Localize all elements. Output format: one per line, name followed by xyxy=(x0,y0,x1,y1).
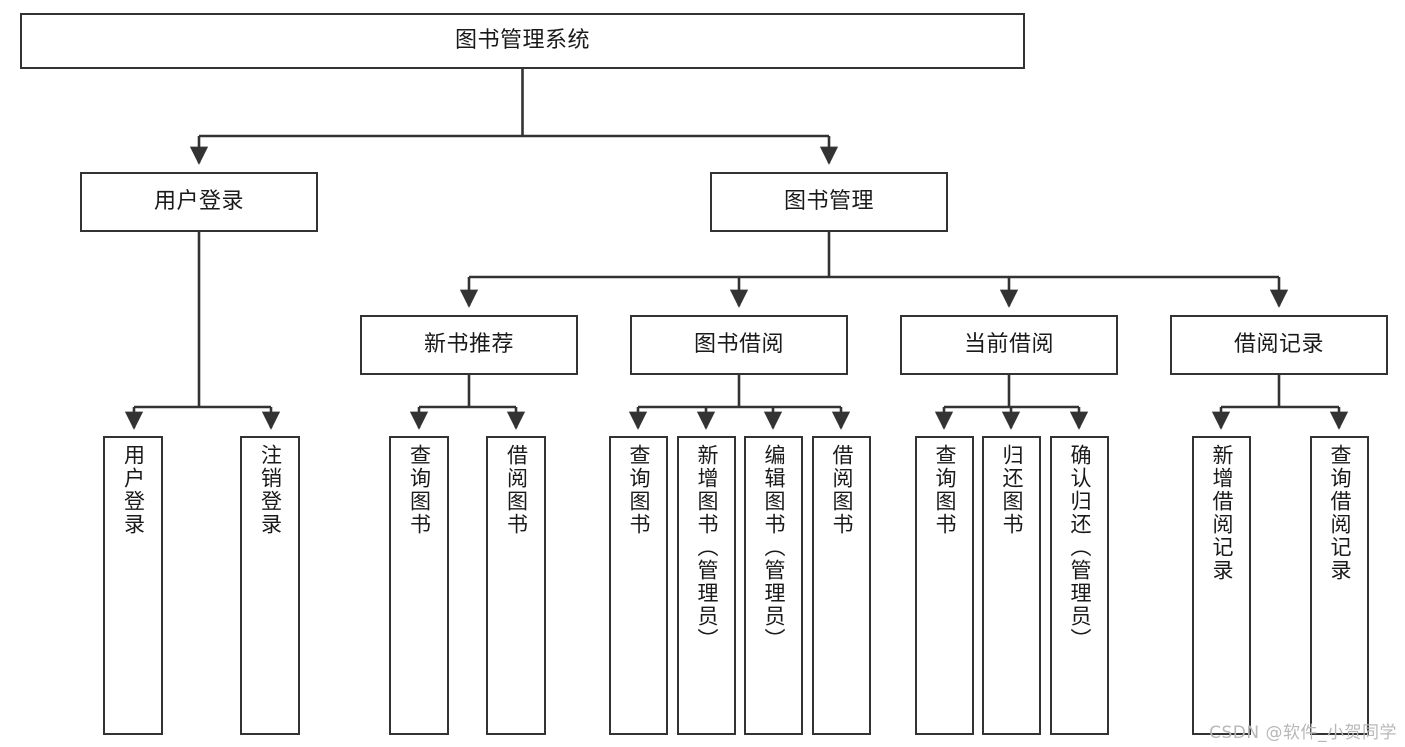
node-leaf-edit-book[interactable]: 编辑图书（管理员） xyxy=(744,436,803,735)
node-leaf-add-record-label: 新增借阅记录 xyxy=(1210,444,1234,582)
node-leaf-user-logout[interactable]: 注销登录 xyxy=(240,436,300,735)
node-leaf-edit-book-label: 编辑图书（管理员） xyxy=(762,444,786,651)
node-book-manage-label: 图书管理 xyxy=(783,189,874,215)
node-new-book-rec[interactable]: 新书推荐 xyxy=(360,315,578,375)
node-leaf-query-book-3-label: 查询图书 xyxy=(933,444,957,536)
node-leaf-borrow-book-1[interactable]: 借阅图书 xyxy=(486,436,546,735)
node-leaf-user-login[interactable]: 用户登录 xyxy=(103,436,163,735)
node-root[interactable]: 图书管理系统 xyxy=(20,13,1025,69)
node-leaf-query-record[interactable]: 查询借阅记录 xyxy=(1310,436,1369,735)
node-leaf-user-login-label: 用户登录 xyxy=(121,444,146,536)
node-user-login-label: 用户登录 xyxy=(153,189,244,215)
node-leaf-borrow-book-2-label: 借阅图书 xyxy=(830,444,854,536)
node-root-label: 图书管理系统 xyxy=(454,28,590,54)
node-leaf-query-book-1-label: 查询图书 xyxy=(407,444,432,536)
node-book-borrow-label: 图书借阅 xyxy=(693,332,784,358)
node-current-borrow-label: 当前借阅 xyxy=(963,332,1054,358)
node-book-manage[interactable]: 图书管理 xyxy=(710,172,948,232)
node-leaf-borrow-book-2[interactable]: 借阅图书 xyxy=(812,436,871,735)
node-leaf-query-book-1[interactable]: 查询图书 xyxy=(389,436,449,735)
node-leaf-borrow-book-1-label: 借阅图书 xyxy=(504,444,529,536)
node-leaf-query-book-2[interactable]: 查询图书 xyxy=(609,436,668,735)
node-borrow-record-label: 借阅记录 xyxy=(1233,332,1324,358)
node-current-borrow[interactable]: 当前借阅 xyxy=(900,315,1118,375)
node-leaf-user-logout-label: 注销登录 xyxy=(258,444,283,536)
node-leaf-confirm-return-label: 确认归还（管理员） xyxy=(1068,444,1092,651)
node-leaf-query-record-label: 查询借阅记录 xyxy=(1328,444,1352,582)
node-leaf-return-book-label: 归还图书 xyxy=(1000,444,1024,536)
node-leaf-query-book-2-label: 查询图书 xyxy=(627,444,651,536)
node-book-borrow[interactable]: 图书借阅 xyxy=(630,315,848,375)
node-new-book-rec-label: 新书推荐 xyxy=(423,332,514,358)
node-leaf-add-book-label: 新增图书（管理员） xyxy=(695,444,719,651)
node-leaf-return-book[interactable]: 归还图书 xyxy=(982,436,1041,735)
node-leaf-add-record[interactable]: 新增借阅记录 xyxy=(1192,436,1251,735)
node-leaf-confirm-return[interactable]: 确认归还（管理员） xyxy=(1050,436,1109,735)
node-user-login[interactable]: 用户登录 xyxy=(80,172,318,232)
node-borrow-record[interactable]: 借阅记录 xyxy=(1170,315,1388,375)
node-leaf-add-book[interactable]: 新增图书（管理员） xyxy=(677,436,736,735)
node-leaf-query-book-3[interactable]: 查询图书 xyxy=(915,436,974,735)
